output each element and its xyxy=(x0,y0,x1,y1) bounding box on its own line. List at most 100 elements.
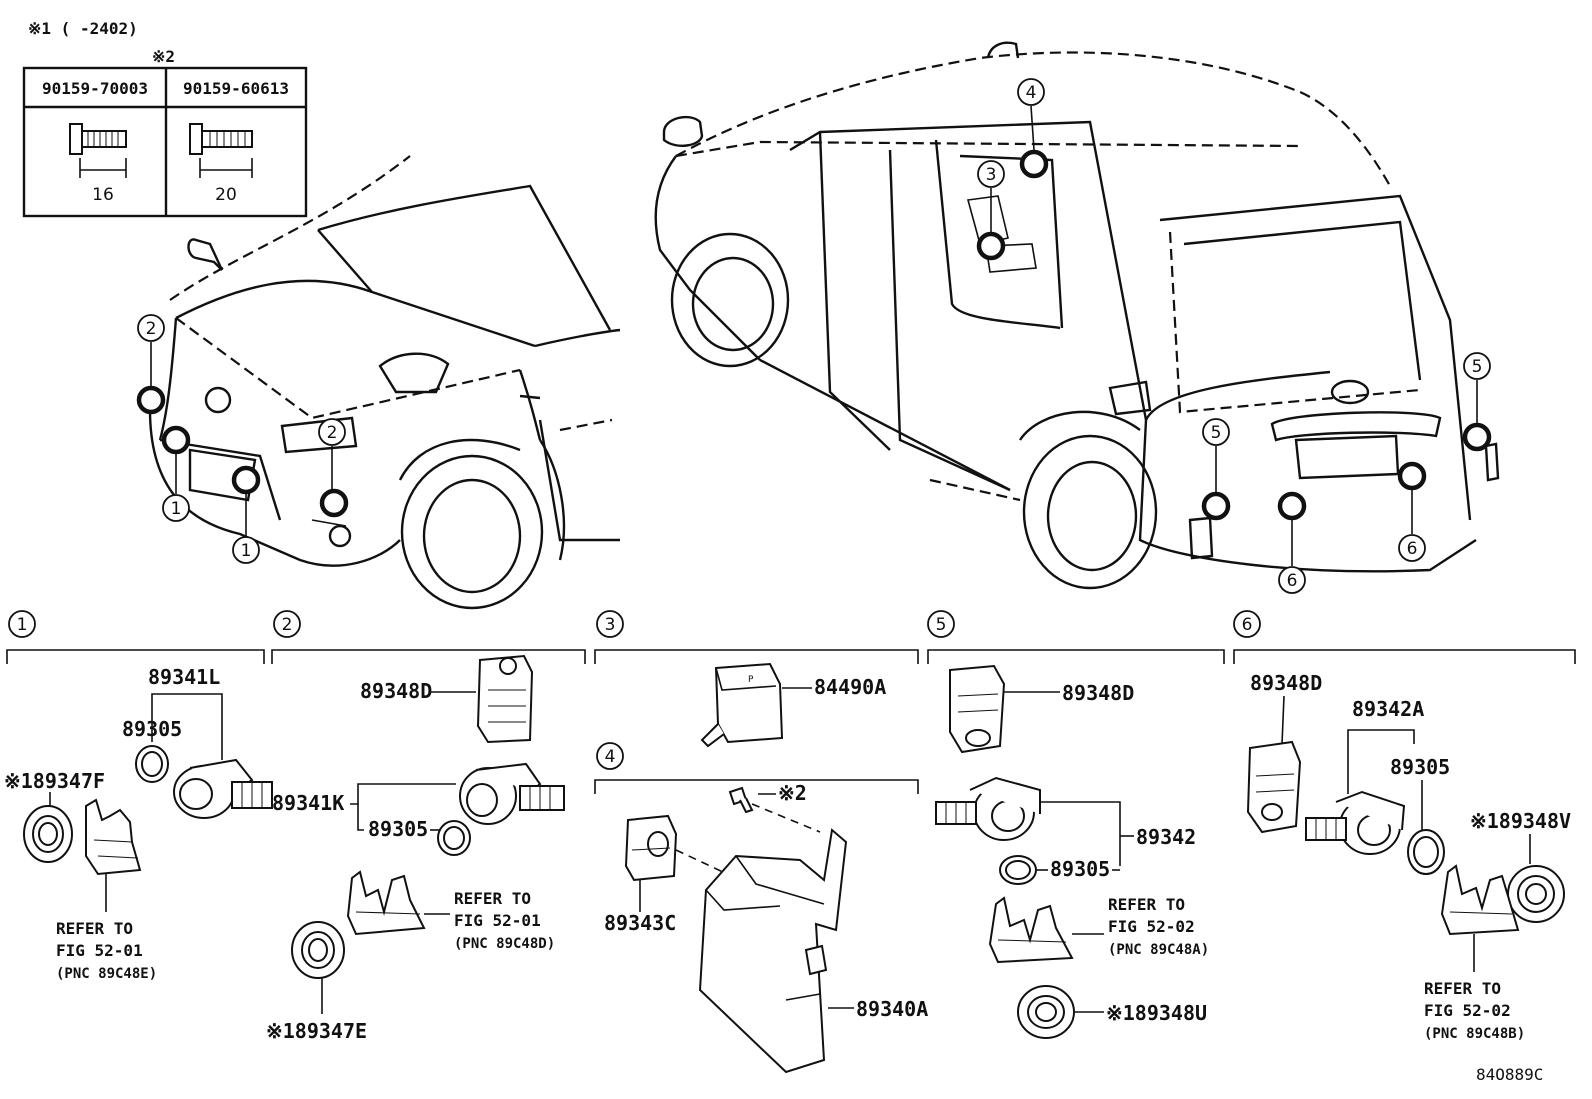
bolt-1-icon xyxy=(69,123,127,178)
callout-number: 6 xyxy=(1287,571,1298,591)
sensor-marker xyxy=(319,488,349,518)
bezel-89348V-icon xyxy=(1507,865,1565,923)
part-89347E: ※189347E xyxy=(266,1019,367,1043)
ecu-89340A-icon xyxy=(698,828,848,1074)
group-1: 89341L 89305 ※189347F REFER TO FI xyxy=(4,665,273,982)
callout-number: 5 xyxy=(1472,357,1483,377)
refer-6-line2: FIG 52-02 xyxy=(1424,1001,1511,1020)
callout-badge xyxy=(318,418,346,446)
retainer-icon xyxy=(988,896,1074,964)
sensor-marker xyxy=(136,385,166,415)
callout-number: 1 xyxy=(241,541,252,561)
refer-6-line3: (PNC 89C48B) xyxy=(1424,1026,1525,1042)
refer-2-line3: (PNC 89C48D) xyxy=(454,936,555,952)
callout-badge xyxy=(162,494,190,522)
callout-badge xyxy=(1398,534,1426,562)
callout-number: 1 xyxy=(171,499,182,519)
bezel-89348U-icon xyxy=(1017,985,1075,1039)
sensor-89342A-icon xyxy=(1305,790,1406,855)
refer-5-line1: REFER TO xyxy=(1108,895,1185,914)
bezel-89347E-icon xyxy=(291,921,345,979)
part-89343C: 89343C xyxy=(604,911,676,935)
bezel-89347F-icon xyxy=(23,805,73,863)
note-2: ※2 xyxy=(152,47,175,66)
part-screw-note: ※2 xyxy=(778,781,807,805)
part-89348D-g5: 89348D xyxy=(1062,681,1134,705)
callout-badge xyxy=(1202,418,1230,446)
bolt-length-1: 16 xyxy=(92,185,114,205)
group-6-number: 6 xyxy=(1242,615,1253,635)
group-4: ※2 89343C 89340A xyxy=(604,781,928,1074)
part-84490A: 84490A xyxy=(814,675,886,699)
sensor-marker xyxy=(161,425,191,455)
refer-5-line3: (PNC 89C48A) xyxy=(1108,942,1209,958)
bracket-89348D-icon xyxy=(476,654,534,744)
sensor-89341K-icon xyxy=(459,762,565,825)
part-89348V: ※189348V xyxy=(1470,809,1571,833)
refer-1-line3: (PNC 89C48E) xyxy=(56,966,157,982)
connector-89343C-icon xyxy=(624,814,678,882)
group-3-number: 3 xyxy=(605,615,616,635)
group-5: 89348D 89342 89305 REFER TO FIG 52-02 (P… xyxy=(935,664,1209,1039)
part-89341K: 89341K xyxy=(272,791,344,815)
group-1-number: 1 xyxy=(17,615,28,635)
refer-5-line2: FIG 52-02 xyxy=(1108,917,1195,936)
part-89305-g6: 89305 xyxy=(1390,755,1450,779)
figure-code: 84O889C xyxy=(1476,1065,1543,1084)
part-89342A: 89342A xyxy=(1352,697,1424,721)
group-5-number: 5 xyxy=(936,615,947,635)
retainer-icon xyxy=(346,870,426,936)
bolt-length-2: 20 xyxy=(215,185,237,205)
callout-number: 5 xyxy=(1211,423,1222,443)
group-3: P 84490A xyxy=(700,662,886,748)
refer-1-line2: FIG 52-01 xyxy=(56,941,143,960)
callout-number: 3 xyxy=(986,165,997,185)
refer-1-line1: REFER TO xyxy=(56,919,133,938)
switch-84490A-icon: P xyxy=(700,662,784,748)
svg-text:P: P xyxy=(748,675,754,685)
callout-number: 6 xyxy=(1407,539,1418,559)
callout-number: 2 xyxy=(146,319,157,339)
bolt-part-1: 90159-70003 xyxy=(42,79,148,98)
sensor-marker xyxy=(1201,491,1231,521)
callout-badge xyxy=(1278,566,1306,594)
part-89305-b: 89305 xyxy=(368,817,428,841)
sensor-marker xyxy=(231,465,261,495)
refer-2-line2: FIG 52-01 xyxy=(454,911,541,930)
part-89305: 89305 xyxy=(122,717,182,741)
part-89342: 89342 xyxy=(1136,825,1196,849)
group-2: 89348D 89341K 89305 REFER TO FIG 52-01 (… xyxy=(266,654,565,1043)
refer-2-line1: REFER TO xyxy=(454,889,531,908)
part-89347F: ※189347F xyxy=(4,769,105,793)
part-89340A: 89340A xyxy=(856,997,928,1021)
bracket-89348D-icon xyxy=(949,664,1006,754)
callout-badge xyxy=(1463,352,1491,380)
grommet-89305-icon xyxy=(999,855,1037,885)
bracket-89348D-icon xyxy=(1246,740,1302,834)
group-6: 89348D 89342A 89305 ※189348V xyxy=(1246,671,1571,1042)
part-89348D: 89348D xyxy=(360,679,432,703)
group-4-number: 4 xyxy=(605,747,616,767)
part-89348U: ※189348U xyxy=(1106,1001,1207,1025)
bolt-2-icon xyxy=(189,123,253,178)
bolt-part-2: 90159-60613 xyxy=(183,79,289,98)
front-vehicle-illustration xyxy=(148,155,621,610)
callout-number: 2 xyxy=(327,423,338,443)
callout-number: 4 xyxy=(1026,83,1037,103)
sensor-callouts: 2 1 1 2 4 3 5 6 xyxy=(136,78,1492,594)
rear-vehicle-illustration xyxy=(654,41,1500,590)
sensor-marker xyxy=(976,231,1006,261)
grommet-89305-icon xyxy=(135,745,169,783)
sensor-marker xyxy=(1397,461,1427,491)
sensor-marker xyxy=(1462,422,1492,452)
bolt-icon xyxy=(728,786,754,814)
part-89305-g5: 89305 xyxy=(1050,857,1110,881)
sensor-marker xyxy=(1019,149,1049,179)
callout-badge xyxy=(137,314,165,342)
callout-badge xyxy=(1017,78,1045,106)
note-1: ※1 ( -2402) xyxy=(28,19,138,38)
part-89348D-g6: 89348D xyxy=(1250,671,1322,695)
group-2-number: 2 xyxy=(282,615,293,635)
retainer-icon xyxy=(85,798,142,876)
